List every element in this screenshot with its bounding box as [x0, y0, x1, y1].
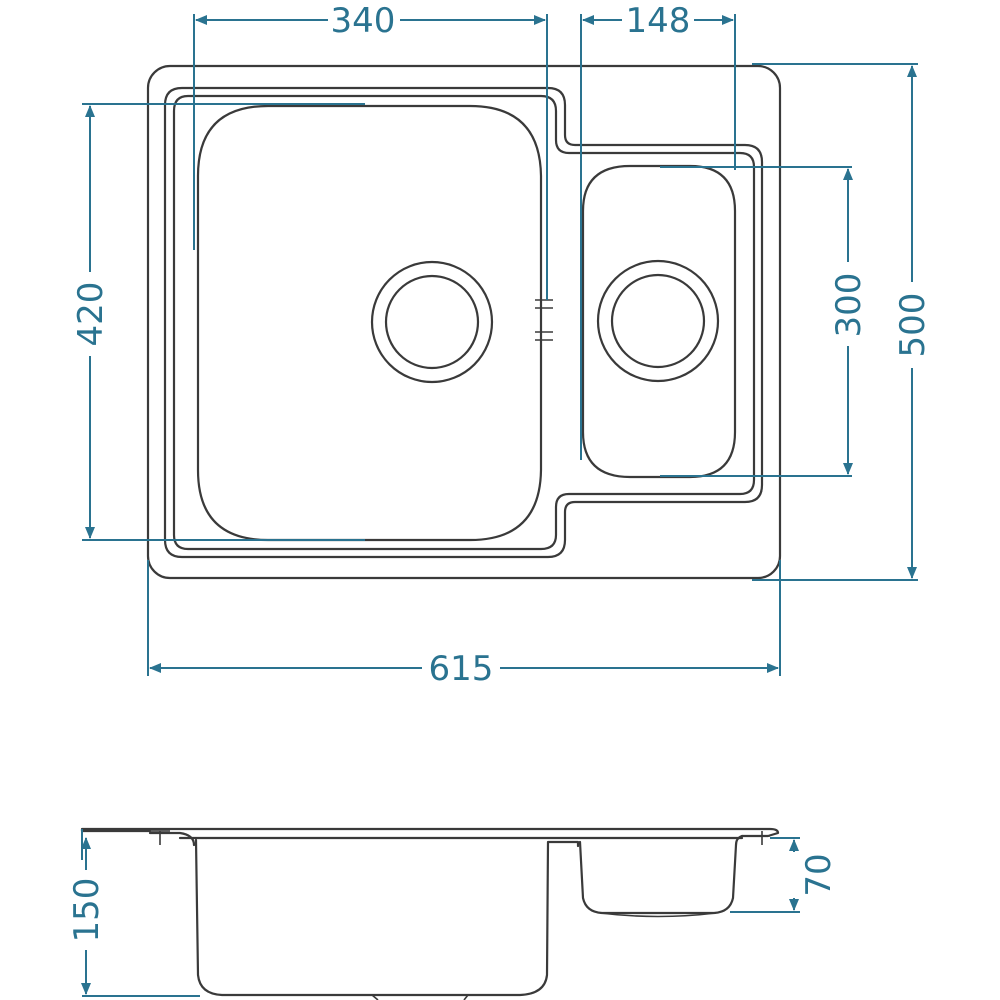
dim-label-340: 340 [331, 1, 396, 41]
large-drain-outer [370, 260, 494, 384]
large-bowl [196, 104, 543, 542]
dim-label-70: 70 [799, 853, 839, 896]
dim-label-148: 148 [626, 1, 691, 41]
small-drain-inner [610, 273, 706, 369]
sink-rim-inner [172, 94, 756, 551]
dim-label-500: 500 [893, 293, 933, 358]
dimensions-top: 340 148 420 300 500 615 [71, 1, 933, 689]
top-view [146, 64, 782, 580]
dim-label-300: 300 [829, 273, 869, 338]
sink-outer-frame [146, 64, 782, 580]
dim-label-615: 615 [429, 649, 494, 689]
dim-label-420: 420 [71, 282, 111, 347]
overflow-marks [535, 296, 553, 346]
large-drain-inner [384, 274, 480, 370]
side-view [80, 827, 780, 1000]
dim-label-150: 150 [67, 878, 107, 943]
dimensions-side: 150 70 [67, 829, 839, 997]
small-bowl [581, 164, 737, 479]
side-small-bowl [578, 840, 738, 915]
sink-rim-outer [163, 86, 764, 559]
side-large-bowl [194, 838, 580, 997]
small-drain-outer [596, 259, 720, 383]
